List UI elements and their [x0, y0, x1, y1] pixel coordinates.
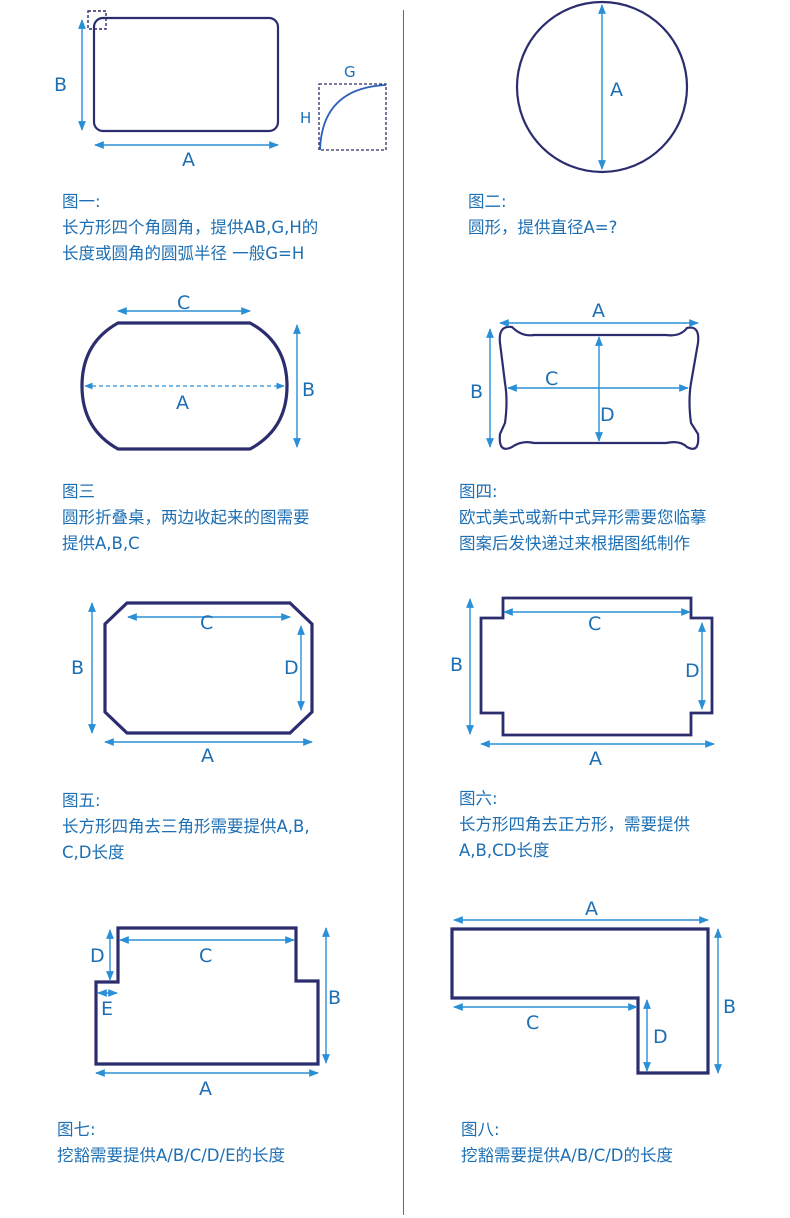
label-h: H	[300, 109, 311, 127]
caption-title: 图八:	[461, 1120, 500, 1139]
label-d: D	[685, 660, 700, 682]
caption-line: C,D长度	[62, 843, 125, 862]
label-c: C	[200, 612, 213, 634]
figure-2-caption: 图二: 圆形，提供直径A=?	[468, 189, 617, 241]
folding-table-shape	[80, 321, 289, 451]
figure-5-caption: 图五: 长方形四角去三角形需要提供A,B, C,D长度	[62, 788, 310, 866]
caption-line: 图案后发快递过来根据图纸制作	[459, 534, 690, 553]
caption-line: 长方形四个角圆角，提供AB,G,H的	[62, 218, 319, 237]
corner-highlight-box	[87, 10, 107, 30]
figure-4: A B C D 图四: 欧式美式或新中式异形需要您临摹 图案后发快递过来根据图纸…	[404, 285, 784, 553]
figure-7-caption: 图七: 挖豁需要提供A/B/C/D/E的长度	[57, 1117, 285, 1169]
corner-arc	[319, 84, 387, 151]
caption-title: 图六:	[459, 789, 498, 808]
label-a: A	[201, 745, 214, 767]
figure-6-diagram: B C D A	[450, 596, 715, 770]
caption-line: 圆形，提供直径A=?	[468, 218, 618, 237]
label-c: C	[588, 613, 601, 635]
label-b: B	[450, 654, 463, 676]
label-c: C	[526, 1012, 539, 1034]
label-c: C	[545, 368, 558, 390]
caption-title: 图二:	[468, 192, 507, 211]
figure-7-diagram: D C E B A	[90, 926, 341, 1100]
label-b: B	[302, 379, 315, 401]
label-g: G	[344, 63, 356, 81]
figure-8: A B C D 图八: 挖豁需要提供A/B/C/D的长度	[404, 895, 784, 1165]
figure-8-diagram: A B C D	[450, 898, 736, 1075]
cutout-shape	[94, 926, 320, 1066]
caption-title: 图七:	[57, 1120, 96, 1139]
label-a: A	[182, 149, 195, 171]
l-shape	[450, 927, 710, 1075]
figure-1: B A G H 图一: 长方形四个角圆角，提供AB,G,H的 长度或圆角的圆弧半…	[0, 0, 387, 263]
chamfered-rectangle-shape	[103, 601, 314, 735]
label-e: E	[101, 998, 113, 1020]
caption-line: 圆形折叠桌，两边收起来的图需要	[62, 508, 310, 527]
figure-2: A 图二: 圆形，提供直径A=?	[404, 0, 784, 237]
figure-2-diagram: A	[515, 0, 689, 174]
figure-3: C A B 图三 圆形折叠桌，两边收起来的图需要 提供A,B,C	[0, 285, 380, 553]
baroque-table-shape	[498, 325, 700, 450]
figure-1-diagram: B A G H	[54, 10, 387, 171]
caption-line: 提供A,B,C	[62, 534, 140, 553]
caption-title: 图三	[62, 482, 95, 501]
figure-6-caption: 图六: 长方形四角去正方形，需要提供 A,B,CD长度	[459, 786, 690, 864]
figure-4-diagram: A B C D	[470, 300, 700, 450]
label-a: A	[199, 1078, 212, 1100]
corner-detail-box	[318, 83, 387, 151]
figure-5: B C D A 图五: 长方形四角去三角形需要提供A,B, C,D长度	[0, 590, 380, 862]
label-d: D	[653, 1026, 668, 1048]
label-a: A	[585, 898, 598, 920]
label-a: A	[176, 392, 189, 414]
label-a: A	[589, 748, 602, 770]
figure-8-caption: 图八: 挖豁需要提供A/B/C/D的长度	[461, 1117, 673, 1169]
label-d: D	[600, 404, 615, 426]
label-b: B	[71, 657, 84, 679]
caption-line: 欧式美式或新中式异形需要您临摹	[459, 508, 707, 527]
center-divider	[403, 10, 404, 1215]
figure-7: D C E B A 图七: 挖豁需要提供A/B/C/D/E的长度	[0, 905, 380, 1165]
notched-rectangle-shape	[479, 596, 714, 737]
caption-line: 挖豁需要提供A/B/C/D/E的长度	[57, 1146, 285, 1165]
circle-shape	[515, 0, 689, 174]
caption-title: 图四:	[459, 482, 498, 501]
label-b: B	[470, 381, 483, 403]
figure-1-caption: 图一: 长方形四个角圆角，提供AB,G,H的 长度或圆角的圆弧半径 一般G=H	[62, 189, 318, 267]
figure-3-diagram: C A B	[80, 292, 315, 451]
label-c: C	[199, 945, 212, 967]
rounded-rectangle-shape	[92, 16, 280, 133]
label-a: A	[592, 300, 605, 322]
caption-line: 长度或圆角的圆弧半径 一般G=H	[62, 244, 305, 263]
label-d: D	[90, 945, 105, 967]
figure-6: B C D A 图六: 长方形四角去正方形，需要提供 A,B,CD长度	[404, 590, 784, 860]
figure-4-caption: 图四: 欧式美式或新中式异形需要您临摹 图案后发快递过来根据图纸制作	[459, 479, 707, 557]
label-a: A	[610, 79, 623, 101]
label-c: C	[177, 292, 190, 314]
caption-line: A,B,CD长度	[459, 841, 550, 860]
figure-5-diagram: B C D A	[71, 601, 314, 767]
label-d: D	[284, 657, 299, 679]
figure-3-caption: 图三 圆形折叠桌，两边收起来的图需要 提供A,B,C	[62, 479, 310, 557]
label-b: B	[328, 987, 341, 1009]
label-b: B	[723, 996, 736, 1018]
caption-title: 图五:	[62, 791, 101, 810]
caption-line: 长方形四角去三角形需要提供A,B,	[62, 817, 310, 836]
caption-line: 挖豁需要提供A/B/C/D的长度	[461, 1146, 674, 1165]
caption-line: 长方形四角去正方形，需要提供	[459, 815, 690, 834]
label-b: B	[54, 74, 67, 96]
caption-title: 图一:	[62, 192, 101, 211]
